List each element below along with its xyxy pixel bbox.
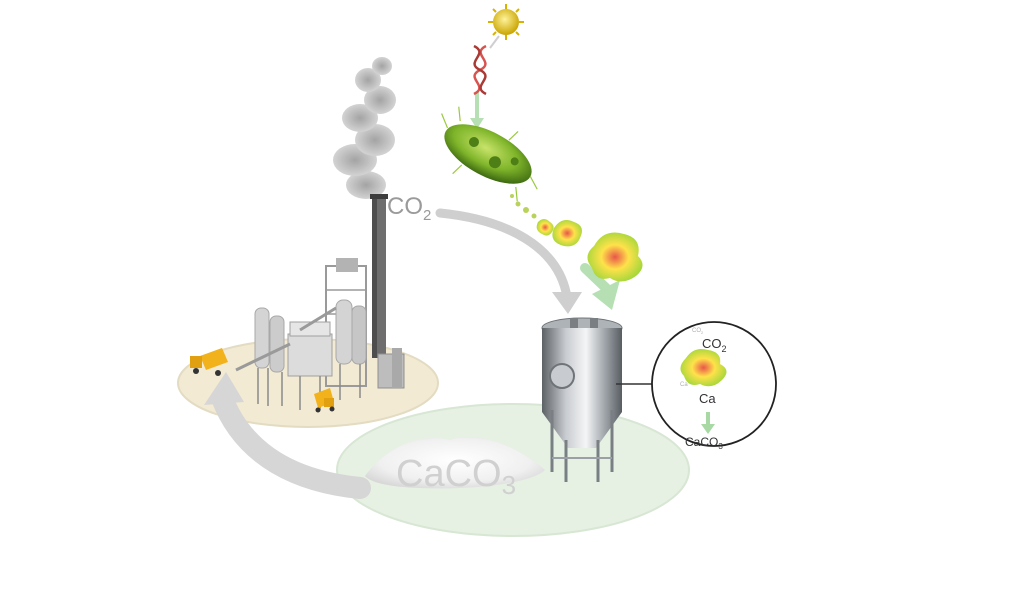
co2-arrow [435, 208, 571, 297]
co2-label: CO2 [387, 193, 431, 224]
enzyme-icon [536, 219, 554, 236]
inset-co2-small-label: CO2 [692, 328, 704, 335]
particle-trail [510, 194, 537, 219]
dna-helix-icon [473, 44, 487, 96]
virus-icon [488, 4, 524, 40]
inset-arrow-head [701, 424, 715, 434]
green-arrow-2-head [592, 280, 620, 310]
inset-ca-label: Ca [699, 391, 716, 406]
virus-link [489, 35, 500, 49]
green-arrow-2 [580, 263, 611, 293]
return-arrow [211, 387, 371, 499]
inset-co2-label: CO2 [702, 336, 727, 354]
enzyme-icon [680, 349, 727, 387]
factory-icon [235, 258, 405, 410]
inset-ca-small-label: Ca [680, 382, 688, 388]
enzyme-icon [552, 220, 582, 247]
green-arrow-1-head [470, 118, 484, 129]
powder-pile-icon [365, 437, 545, 489]
smokestack-icon [370, 194, 388, 358]
smoke-plume [333, 57, 396, 199]
fermenter-tank-icon [541, 317, 623, 482]
enzyme-icon [587, 232, 643, 282]
dump-truck-icon [314, 388, 335, 413]
co2-arrow-head [552, 292, 582, 314]
bacterium-icon [441, 106, 538, 202]
inset-caco3-label: CaCO3 [685, 435, 723, 451]
return-arrow-head [204, 372, 244, 405]
dump-truck-icon [190, 348, 228, 376]
caco3-label: CaCO3 [396, 453, 516, 500]
